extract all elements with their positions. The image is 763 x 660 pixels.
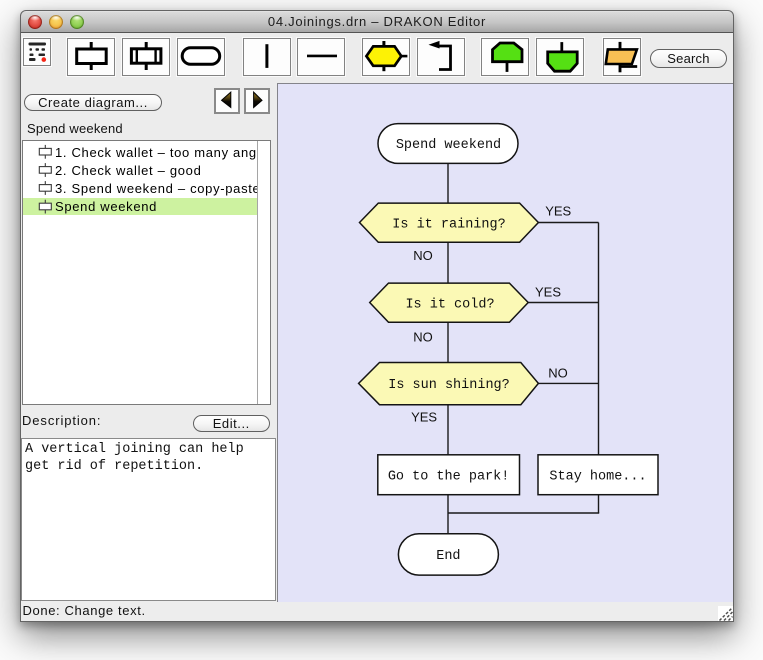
- svg-text:Is it raining?: Is it raining?: [392, 217, 505, 232]
- svg-text:YES: YES: [545, 203, 571, 218]
- svg-text:Go to the park!: Go to the park!: [388, 469, 510, 484]
- svg-text:End: End: [436, 549, 460, 564]
- svg-text:Is sun shining?: Is sun shining?: [388, 378, 510, 393]
- svg-text:Spend weekend: Spend weekend: [396, 138, 501, 153]
- svg-text:YES: YES: [411, 409, 437, 424]
- svg-text:NO: NO: [413, 330, 433, 345]
- svg-text:NO: NO: [413, 248, 433, 263]
- svg-text:YES: YES: [535, 285, 561, 300]
- svg-text:NO: NO: [548, 366, 568, 381]
- svg-text:Is it cold?: Is it cold?: [405, 297, 494, 312]
- svg-text:Stay home...: Stay home...: [549, 469, 646, 484]
